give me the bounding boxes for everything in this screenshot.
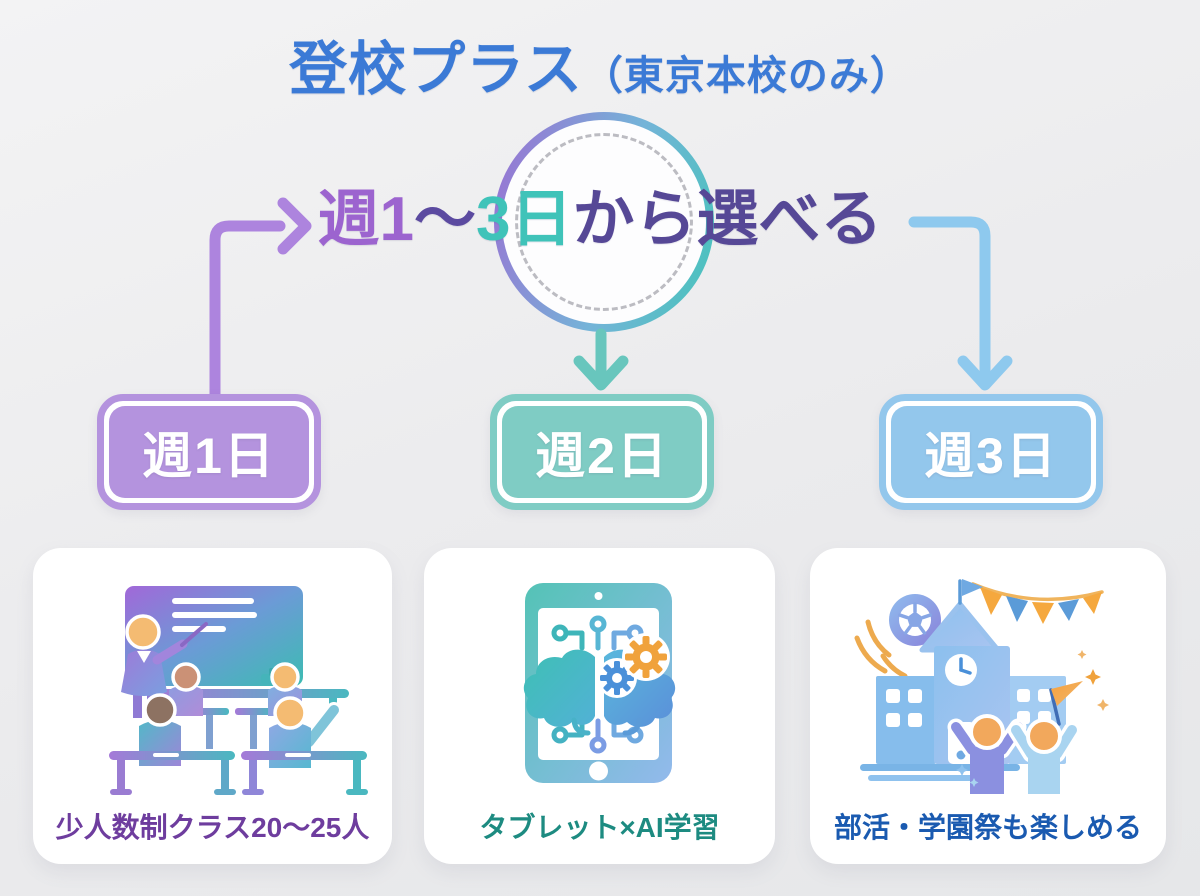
tablet-camera-dot: [594, 592, 603, 600]
gear-icon: [622, 633, 670, 681]
arrow-down-icon: [573, 355, 629, 391]
card-caption-school-festival: 部活・学園祭も楽しめる: [833, 812, 1142, 843]
option-box-week2: 週2日: [490, 394, 714, 510]
week1-connector-arrow: [209, 197, 312, 402]
page-title-main: 登校プラス: [289, 37, 583, 102]
soccer-ball-icon: [889, 594, 941, 646]
option-box-week3-label: 週3日: [891, 406, 1091, 498]
feature-card-school-festival: 部活・学園祭も楽しめる: [810, 548, 1166, 864]
card-caption-small-class: 少人数制クラス20〜25人: [55, 812, 370, 843]
option-box-week2-label: 週2日: [502, 406, 702, 498]
headline-choose: から選べる: [572, 185, 883, 254]
blackboard: [125, 586, 303, 686]
headline-3days: 3日: [476, 185, 573, 254]
option-box-week1: 週1日: [97, 394, 321, 510]
tablet-ai-illustration: [523, 583, 676, 783]
arrow-down-icon: [957, 355, 1013, 391]
roof-flag-icon: [962, 579, 983, 596]
decorative-circle: [494, 112, 714, 332]
headline-week1: 週1: [317, 185, 414, 254]
school-festival-illustration: [854, 579, 1109, 794]
week3-connector-arrow: [908, 216, 1013, 391]
cheering-kid-with-flag: [1007, 681, 1083, 794]
headline-tilde: 〜: [413, 185, 476, 254]
card-caption-tablet-ai: タブレット×AI学習: [479, 812, 720, 843]
feature-card-small-class: 少人数制クラス20〜25人: [33, 548, 392, 864]
tablet-home-button: [589, 761, 608, 781]
week2-connector-arrow: [573, 328, 629, 391]
headline: 週1〜3日から選べる: [0, 185, 1200, 254]
bunting-flags: [971, 582, 1104, 624]
arrow-right-icon: [277, 197, 312, 255]
sparkles: [956, 650, 1109, 787]
option-box-week1-label: 週1日: [109, 406, 309, 498]
page-title-sub: （東京本校のみ）: [582, 54, 911, 98]
page-title: 登校プラス（東京本校のみ）: [0, 22, 1200, 106]
motion-lines: [854, 619, 908, 679]
option-box-week3: 週3日: [879, 394, 1103, 510]
decorative-circle-dashed-ring: [515, 133, 693, 311]
hand-flag-icon: [1051, 681, 1083, 706]
classroom-desks: [109, 751, 368, 795]
classroom-illustration: [109, 586, 368, 795]
student-figure: [169, 662, 203, 716]
feature-card-tablet-ai: タブレット×AI学習: [424, 548, 775, 864]
